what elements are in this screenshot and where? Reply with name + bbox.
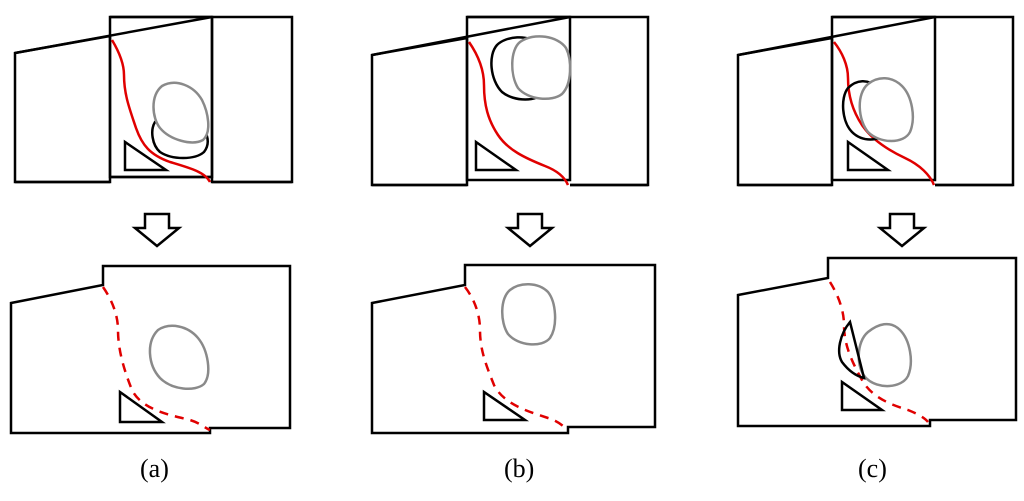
panel-a-triangle xyxy=(123,139,171,172)
panel-b-stitched-object-gray xyxy=(501,283,557,346)
panel-a-left-image xyxy=(13,34,112,184)
panel-c-stitched-outline xyxy=(736,256,1018,428)
panel-b-seam-line xyxy=(467,41,570,186)
panel-b-top-edge xyxy=(371,15,571,57)
panel-a-bottom-edge xyxy=(15,175,292,184)
panel-a-seam-line xyxy=(110,39,212,183)
panel-b-triangle xyxy=(474,139,520,172)
panel-b-object-gray xyxy=(511,35,572,101)
panel-b-stitched-triangle xyxy=(482,389,530,422)
panel-a-down-arrow xyxy=(133,212,181,248)
panel-a-top-edge xyxy=(14,15,213,55)
panel-c-stitched-object-black-partial xyxy=(838,319,866,380)
panel-a-object-gray xyxy=(152,81,210,144)
panel-a-stitched-outline xyxy=(9,264,292,435)
panel-c xyxy=(736,15,1018,428)
panel-c-triangle xyxy=(846,139,892,172)
panel-c-object-gray xyxy=(858,77,914,143)
panel-c-stitched-triangle xyxy=(840,379,886,412)
panel-c-left-image xyxy=(736,36,834,187)
panel-a-label: (a) xyxy=(140,454,169,483)
panel-a-stitched-object-gray xyxy=(148,324,210,391)
panel-b-label: (b) xyxy=(504,454,535,483)
panel-b-stitched-outline xyxy=(370,263,657,435)
panel-c-stitched-seam xyxy=(828,281,929,423)
panel-b-left-image xyxy=(370,36,469,187)
panel-a xyxy=(9,15,294,435)
panel-b xyxy=(370,15,657,435)
panel-c-down-arrow xyxy=(878,212,926,248)
panel-c-stitched-object-gray xyxy=(857,322,912,388)
panel-b-down-arrow xyxy=(506,212,554,248)
panel-c-seam-line xyxy=(833,41,936,186)
panel-c-label: (c) xyxy=(858,454,887,483)
panel-c-top-edge xyxy=(737,15,936,57)
panel-a-stitched-seam xyxy=(101,286,211,432)
panel-a-stitched-triangle xyxy=(118,389,166,424)
panel-b-stitched-seam xyxy=(464,286,569,431)
panel-b-overlap-region xyxy=(465,15,572,182)
panel-c-overlap-region xyxy=(830,15,937,182)
